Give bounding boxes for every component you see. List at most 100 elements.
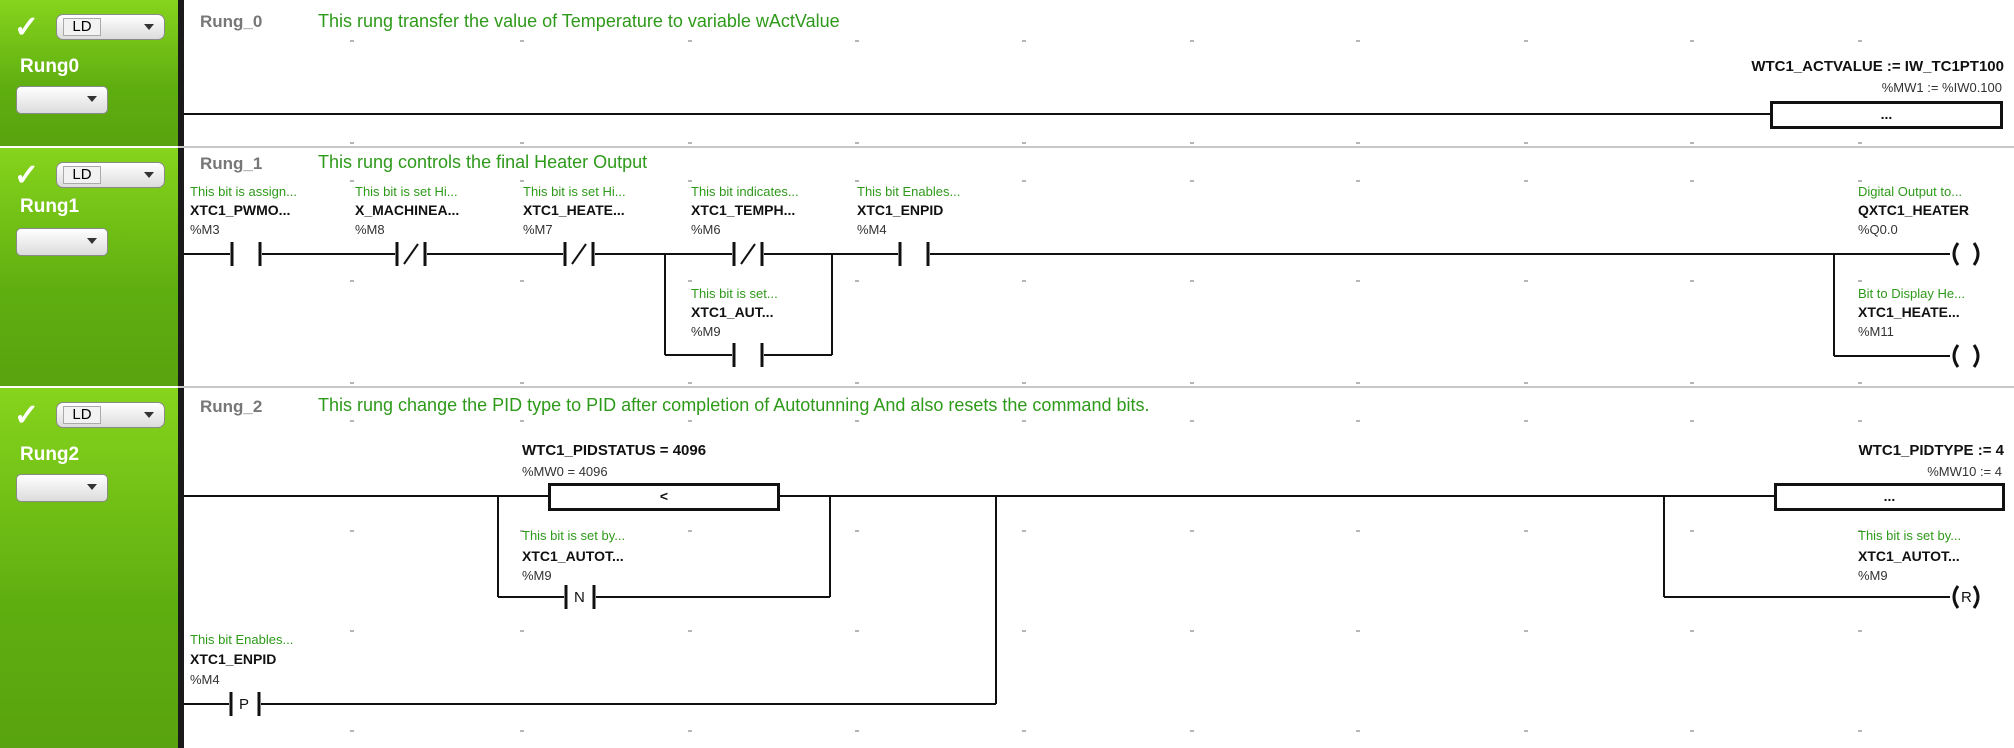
contact-comment: This bit Enables... [190,632,294,647]
coil-m11 [1952,344,1960,368]
contact-address: %M3 [190,222,220,237]
rung-separator [178,146,2014,148]
language-select[interactable]: LD [56,162,165,188]
coil-reset-m9 [1952,585,1960,609]
chevron-down-icon [144,172,154,178]
grid-dot [1524,420,1528,422]
operation-expression: WTC1_ACTVALUE := IW_TC1PT100 [1751,58,2004,75]
grid-dot [1190,280,1194,282]
chevron-down-icon [87,238,97,244]
grid-dot [1190,142,1194,144]
grid-dot [1356,382,1360,384]
grid-dot [350,40,354,42]
coil-address: %M9 [1858,568,1888,583]
rung-option-select[interactable] [16,86,108,114]
coil-variable[interactable]: QXTC1_HEATER [1858,202,1969,218]
rung-header-1: ✓ LD Rung1 [0,148,179,386]
grid-dot [1190,180,1194,182]
coil-address: %M11 [1858,324,1894,339]
contact-address: %M8 [355,222,385,237]
grid-dot [1022,420,1026,422]
contact-variable[interactable]: XTC1_AUTOT... [522,548,624,564]
checkmark-icon[interactable]: ✓ [14,11,40,44]
grid-dot [520,142,524,144]
rung-name: Rung_0 [200,12,263,31]
grid-dot [1356,180,1360,182]
grid-dot [1190,420,1194,422]
rung-title: Rung2 [20,444,80,465]
grid-dot [855,730,859,732]
contact-variable[interactable]: XTC1_HEATE... [523,202,625,218]
contact-address: %M9 [522,568,552,583]
rung-comment[interactable]: This rung change the PID type to PID aft… [318,395,1150,415]
power-rail [178,0,184,748]
grid-dot [1190,630,1194,632]
grid-dot [1356,730,1360,732]
grid-dot [688,142,692,144]
compare-block[interactable]: < [548,483,780,511]
contact-variable[interactable]: X_MACHINEA... [355,202,460,218]
contact-address: %M4 [857,222,887,237]
checkmark-icon[interactable]: ✓ [14,159,40,192]
compare-address: %MW0 = 4096 [522,464,608,479]
rung-option-select[interactable] [16,474,108,502]
rung-title: Rung0 [20,56,80,77]
grid-dot [688,730,692,732]
grid-dot [688,40,692,42]
grid-dot [1858,730,1862,732]
grid-dot [688,382,692,384]
grid-dot [688,420,692,422]
grid-dot [855,142,859,144]
rung-header-0: ✓ LD Rung0 [0,0,179,146]
contact-variable[interactable]: XTC1_PWMO... [190,202,291,218]
contact-comment: This bit is assign... [190,184,297,199]
grid-dot [1690,40,1694,42]
contact-variable[interactable]: XTC1_AUT... [691,304,774,320]
grid-dot [1690,142,1694,144]
language-select[interactable]: LD [56,402,165,428]
grid-dot [1858,40,1862,42]
contact-variable[interactable]: XTC1_TEMPH... [691,202,796,218]
rung-comment[interactable]: This rung transfer the value of Temperat… [318,11,840,31]
grid-dot [1022,630,1026,632]
grid-dot [1022,382,1026,384]
grid-dot [520,730,524,732]
language-select[interactable]: LD [56,14,165,40]
grid-dot [855,382,859,384]
rung-option-select[interactable] [16,228,108,256]
chevron-down-icon [144,412,154,418]
checkmark-icon[interactable]: ✓ [14,399,40,432]
grid-dot [688,530,692,532]
grid-dot [855,280,859,282]
grid-dot [1690,180,1694,182]
contact-variable[interactable]: XTC1_ENPID [190,651,277,667]
coil-address: %Q0.0 [1858,222,1898,237]
contact-comment: This bit is set... [691,286,778,301]
contact-address: %M6 [691,222,721,237]
contact-variable[interactable]: XTC1_ENPID [857,202,944,218]
operation-block[interactable]: ... [1770,101,2003,129]
grid-dot [1690,382,1694,384]
grid-dot [1524,280,1528,282]
rung-comment[interactable]: This rung controls the final Heater Outp… [318,152,648,172]
contact-symbol-p: P [239,696,250,713]
grid-dot [1356,530,1360,532]
language-label: LD [63,18,101,36]
grid-dot [1190,530,1194,532]
grid-dot [1022,142,1026,144]
grid-dot [1356,40,1360,42]
grid-dot [1190,40,1194,42]
grid-dot [1524,180,1528,182]
operation-expression: WTC1_PIDTYPE := 4 [1858,442,2004,459]
coil-variable[interactable]: XTC1_HEATE... [1858,304,1960,320]
grid-dot [350,180,354,182]
operation-block[interactable]: ... [1774,483,2005,511]
operation-address: %MW1 := %IW0.100 [1881,80,2002,95]
grid-dot [1858,180,1862,182]
coil-variable[interactable]: XTC1_AUTOT... [1858,548,1960,564]
language-label: LD [63,406,101,424]
grid-dot [520,382,524,384]
grid-dot [688,630,692,632]
grid-dot [350,730,354,732]
